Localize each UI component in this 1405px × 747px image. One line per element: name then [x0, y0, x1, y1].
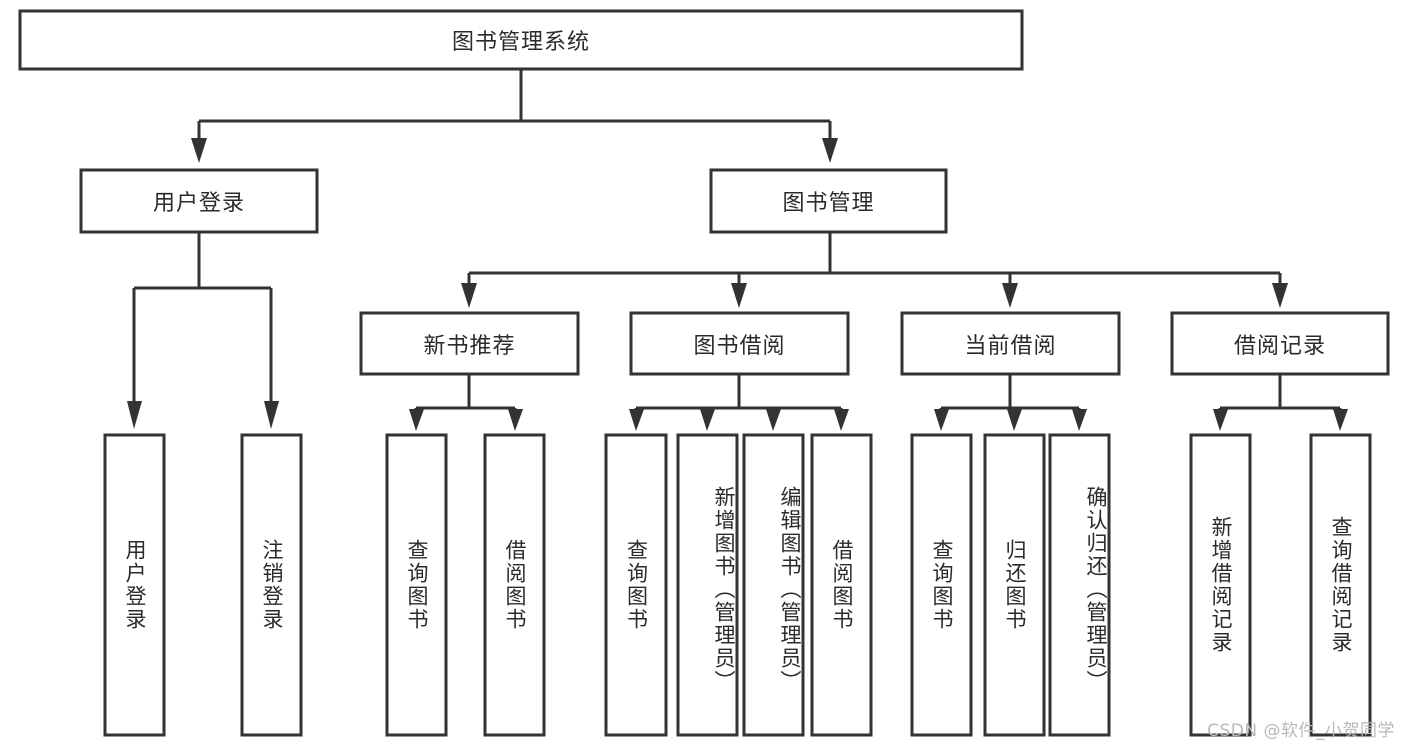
node-box-root[interactable] [18, 9, 1024, 71]
arrow-head-leaf-user-login [127, 401, 142, 429]
arrow-head-new-book-recommend [461, 283, 477, 308]
arrow-head-leaf-add-book [700, 409, 715, 431]
node-box-leaf-query-borrow-record[interactable] [1309, 433, 1372, 737]
connector-group-root-to-level2 [191, 69, 838, 163]
connector-group-user-login-to-leaves [127, 232, 279, 429]
node-box-user-login[interactable] [79, 168, 319, 234]
arrow-head-leaf-logout [264, 401, 279, 429]
arrow-head-user-login [191, 138, 207, 163]
node-box-leaf-query-book-borrow[interactable] [604, 433, 668, 737]
arrow-head-leaf-query-book-current [934, 409, 949, 431]
arrow-head-leaf-confirm-return [1072, 409, 1087, 431]
node-box-leaf-confirm-return[interactable] [1048, 433, 1111, 737]
node-box-leaf-add-book[interactable] [676, 433, 739, 737]
arrow-head-leaf-query-borrow-record [1333, 409, 1348, 431]
arrow-head-leaf-edit-book [766, 409, 781, 431]
arrow-head-book-manage [822, 138, 838, 163]
connector-group-current-borrow-to-leaves [934, 374, 1087, 431]
node-box-new-book-recommend[interactable] [359, 311, 580, 376]
arrow-head-leaf-query-book-borrow [629, 409, 644, 431]
arrow-head-leaf-query-book-recommend [409, 409, 424, 431]
node-box-leaf-edit-book[interactable] [742, 433, 805, 737]
node-box-book-manage[interactable] [709, 168, 948, 234]
node-box-leaf-query-book-current[interactable] [910, 433, 973, 737]
arrow-head-leaf-borrow-book-recommend [508, 409, 523, 431]
arrow-head-borrow-record [1272, 283, 1288, 308]
node-box-leaf-borrow-book-recommend[interactable] [483, 433, 546, 737]
arrow-head-leaf-borrow-book [834, 409, 849, 431]
node-box-leaf-user-login[interactable] [103, 433, 166, 737]
arrow-head-book-borrow [731, 283, 747, 308]
connector-group-book-borrow-to-leaves [629, 374, 849, 431]
arrow-head-current-borrow [1002, 283, 1018, 308]
arrow-head-leaf-return-book [1007, 409, 1022, 431]
connector-group-book-manage-to-level3 [461, 232, 1288, 308]
node-box-leaf-borrow-book[interactable] [810, 433, 873, 737]
connector-group-borrow-record-to-leaves [1213, 374, 1348, 431]
arrow-head-leaf-add-borrow-record [1213, 409, 1228, 431]
connector-group-new-book-recommend-to-leaves [409, 374, 523, 431]
node-box-borrow-record[interactable] [1170, 311, 1390, 376]
node-box-leaf-logout[interactable] [240, 433, 303, 737]
node-box-current-borrow[interactable] [900, 311, 1121, 376]
node-box-leaf-query-book-recommend[interactable] [385, 433, 448, 737]
node-box-book-borrow[interactable] [629, 311, 850, 376]
node-box-leaf-return-book[interactable] [983, 433, 1046, 737]
node-box-leaf-add-borrow-record[interactable] [1189, 433, 1252, 737]
